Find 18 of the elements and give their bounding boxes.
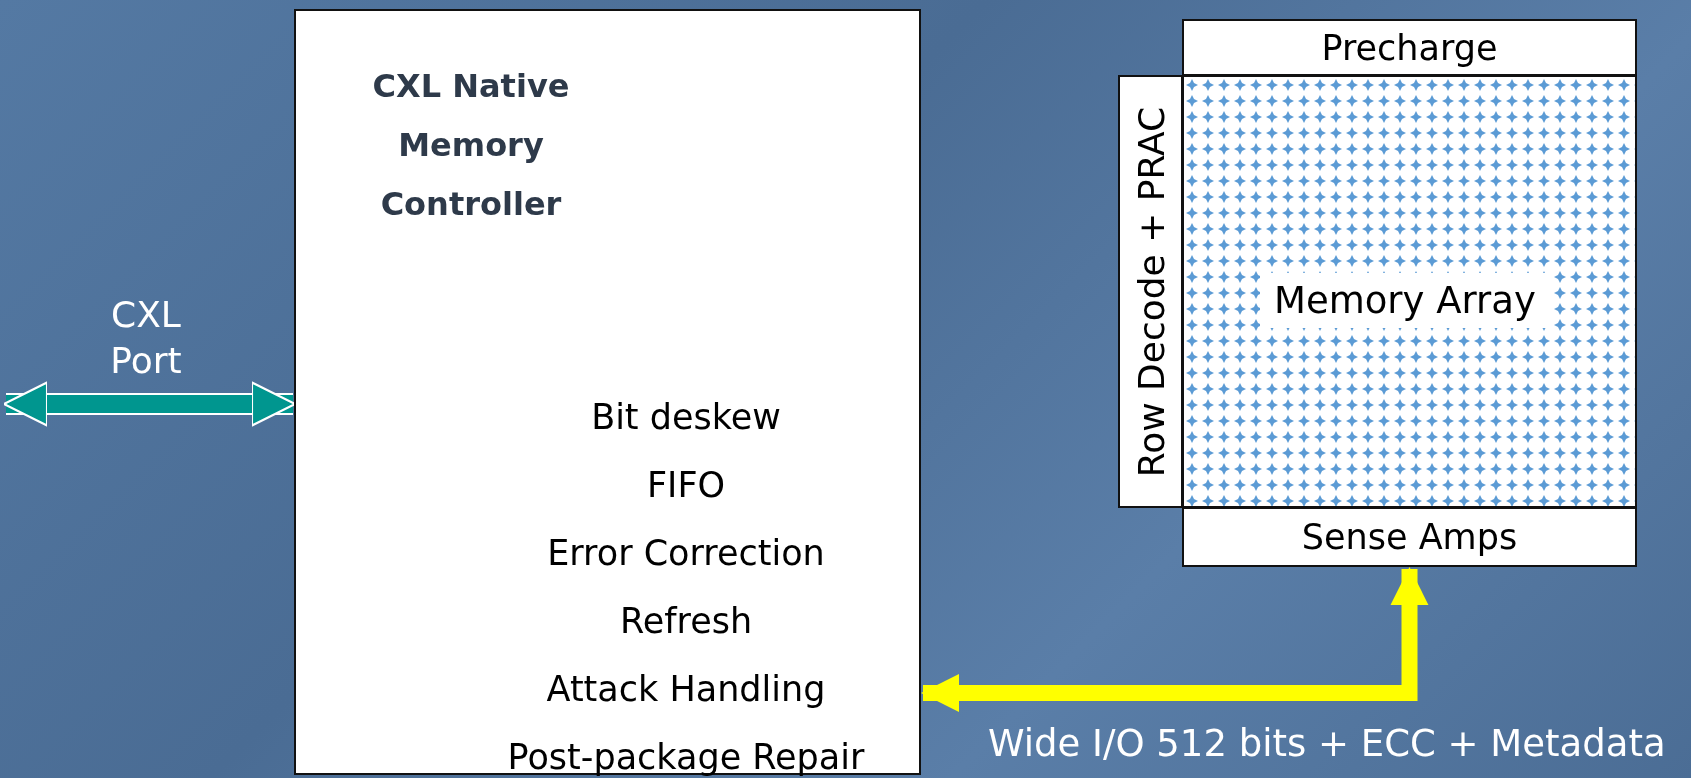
list-item: Post-package Repair: [506, 737, 866, 777]
list-item: Refresh: [618, 601, 754, 641]
row-decoder-box: [1118, 75, 1183, 508]
memory-array-grid: [1182, 75, 1637, 508]
text-label: Sense Amps: [1300, 517, 1519, 557]
edge-label: Wide I/O 512 bits + ECC + Metadata: [988, 722, 1666, 765]
list-item: FIFO: [645, 465, 727, 505]
text-label: Memory Array: [1260, 273, 1550, 328]
text-label: Row Decode + PRAC: [1130, 106, 1171, 477]
sense-amp-box: [1182, 507, 1637, 567]
precharge-box: [1182, 19, 1637, 76]
list-item: Attack Handling: [545, 669, 827, 709]
heading: CXL Native Memory Controller: [371, 66, 571, 225]
text-label: Precharge: [1320, 27, 1499, 68]
list-item: Bit deskew: [590, 397, 782, 437]
list-item: Error Correction: [546, 533, 826, 573]
controller-box: [294, 9, 921, 775]
edge-label: CXL Port: [109, 293, 183, 383]
